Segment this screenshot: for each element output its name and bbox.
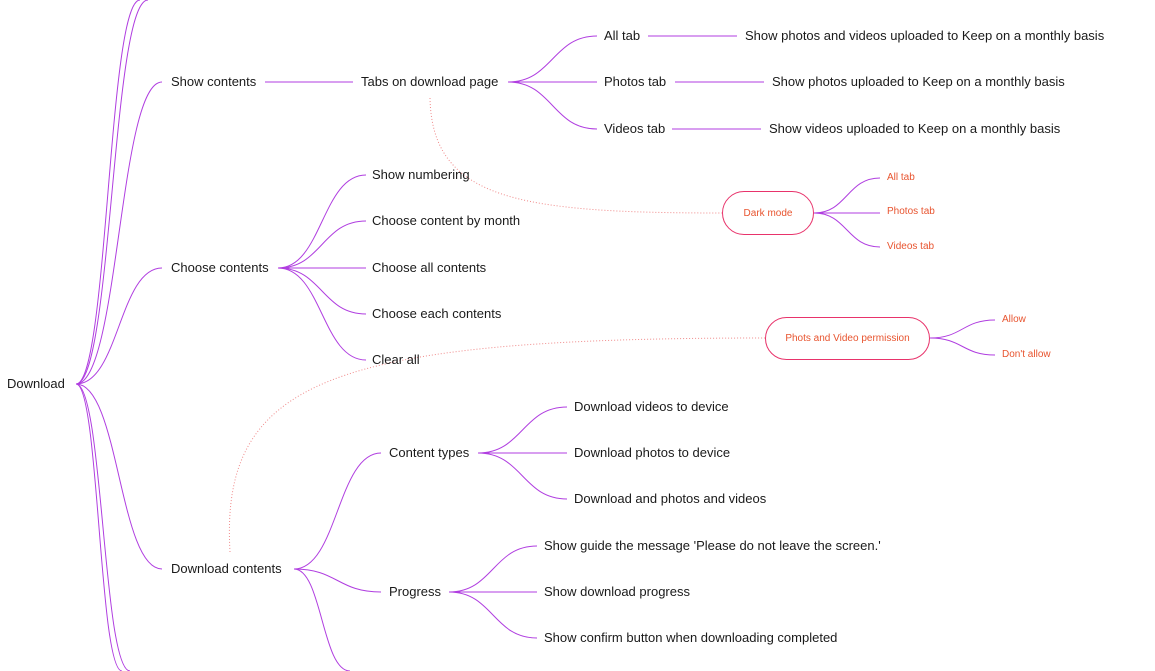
edge-dark-all [813,177,881,214]
edge-types-videos [477,406,568,454]
edge-root-offscreen-top-1 [75,0,141,385]
node-all-tab[interactable]: All tab [604,28,641,43]
edge-choose-each [277,267,367,315]
annotation-permission-dont-allow[interactable]: Don't allow [1002,349,1051,360]
dotted-link-permission [228,337,766,553]
edge-progress-confirm [448,591,538,639]
edge-tabs-videos [507,81,598,130]
root-node-download[interactable]: Download [7,376,65,391]
annotation-dark-mode[interactable]: Dark mode [722,191,814,235]
node-photos-tab[interactable]: Photos tab [604,74,667,89]
node-content-types[interactable]: Content types [389,445,470,460]
node-clear-all[interactable]: Clear all [372,352,420,367]
node-all-tab-detail[interactable]: Show photos and videos uploaded to Keep … [745,28,1105,43]
node-confirm-button[interactable]: Show confirm button when downloading com… [544,630,838,645]
edge-dark-videos [813,212,881,248]
node-choose-all[interactable]: Choose all contents [372,260,487,275]
edge-root-offscreen-bottom-1 [75,383,123,671]
node-download-contents[interactable]: Download contents [171,561,282,576]
edge-root-offscreen-top-2 [75,0,149,385]
annotation-dark-mode-photos-tab[interactable]: Photos tab [887,206,935,217]
node-download-photos[interactable]: Download photos to device [574,445,731,460]
annotation-permission-label: Phots and Video permission [785,333,910,344]
annotation-dark-mode-label: Dark mode [743,207,793,219]
node-download-both[interactable]: Download and photos and videos [574,491,767,506]
node-choose-contents[interactable]: Choose contents [171,260,269,275]
edge-download-offscreen [293,568,351,671]
edge-perm-dont [929,337,996,356]
annotation-dark-mode-videos-tab[interactable]: Videos tab [887,241,935,252]
node-tabs-on-download-page[interactable]: Tabs on download page [361,74,499,89]
edge-root-choose-contents [75,267,163,385]
node-show-numbering[interactable]: Show numbering [372,167,470,182]
edge-choose-clear [277,267,367,361]
edge-tabs-all [507,35,598,83]
node-guide-message[interactable]: Show guide the message 'Please do not le… [544,538,881,553]
edge-root-show-contents [75,81,163,385]
edge-root-download-contents [75,383,163,570]
edge-perm-allow [929,319,996,339]
node-choose-each[interactable]: Choose each contents [372,306,502,321]
node-download-progress[interactable]: Show download progress [544,584,690,599]
annotation-permission[interactable]: Phots and Video permission [765,317,930,360]
node-videos-tab[interactable]: Videos tab [604,121,666,136]
node-choose-by-month[interactable]: Choose content by month [372,213,521,228]
edge-download-progress [293,568,382,593]
node-progress[interactable]: Progress [389,584,442,599]
edge-root-offscreen-bottom-2 [75,383,131,671]
node-show-contents[interactable]: Show contents [171,74,257,89]
dotted-link-dark-mode [429,97,723,214]
edge-download-types [293,452,382,570]
annotation-dark-mode-all-tab[interactable]: All tab [887,172,915,183]
edge-types-both [477,452,568,500]
edge-choose-numbering [277,174,367,269]
annotation-permission-allow[interactable]: Allow [1002,314,1026,325]
node-download-videos[interactable]: Download videos to device [574,399,729,414]
edge-progress-guide [448,545,538,593]
node-videos-tab-detail[interactable]: Show videos uploaded to Keep on a monthl… [769,121,1061,136]
edge-choose-month [277,220,367,269]
node-photos-tab-detail[interactable]: Show photos uploaded to Keep on a monthl… [772,74,1065,89]
